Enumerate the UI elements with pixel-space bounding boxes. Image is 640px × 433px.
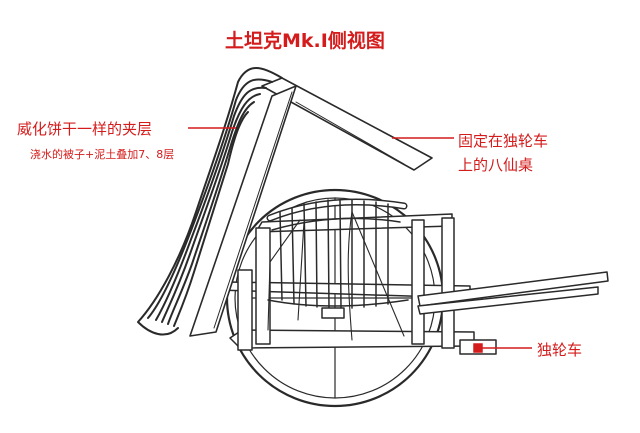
label-table-line2: 上的八仙桌 [458, 156, 534, 174]
label-table-line1: 固定在独轮车 [458, 132, 549, 150]
wheel-basket [266, 198, 409, 319]
ropes [267, 211, 405, 341]
label-wheelbarrow: 独轮车 [537, 341, 583, 359]
label-layered-panel-note: 浇水的被子+泥土叠加7、8层 [30, 148, 175, 161]
cart-frame [217, 213, 475, 351]
diagram-title: 土坦克Mk.I侧视图 [225, 30, 385, 52]
layered-armor-panel [137, 67, 283, 336]
table [189, 77, 433, 337]
cart-handles [417, 271, 609, 355]
annotation-pointers [188, 127, 532, 353]
label-layered-panel: 威化饼干一样的夹层 [17, 120, 153, 138]
